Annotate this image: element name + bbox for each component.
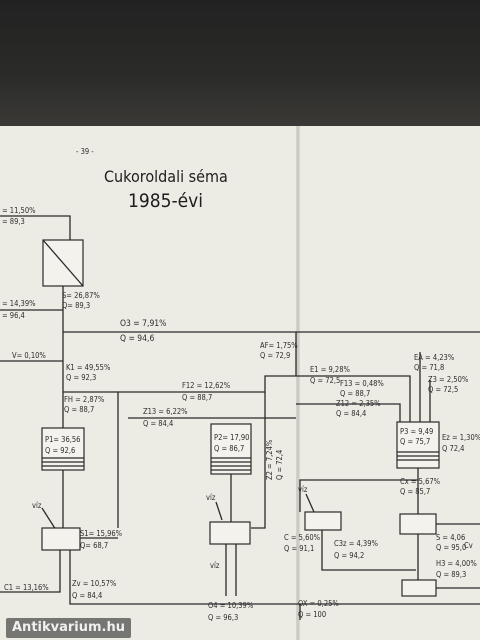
label-o3-b: Q = 94,6 <box>120 334 154 344</box>
flow-line-c1 <box>0 550 61 593</box>
label-h-a: H3 = 4,00% <box>436 559 477 568</box>
label-left-a: = 14,39% <box>2 299 36 308</box>
label-s2-b: Q = 95,0 <box>436 543 466 552</box>
flow-line-e1 <box>300 375 411 422</box>
label-ox-b: Q = 100 <box>298 610 326 619</box>
label-top-a: = 11,50% <box>2 206 36 215</box>
label-left-b: = 96,4 <box>2 311 25 320</box>
label-zu-b: Q = 84,4 <box>72 591 102 600</box>
p1-box-lines <box>42 457 84 467</box>
centrifuge-diagonal <box>42 239 84 287</box>
label-top-b: = 89,3 <box>2 217 25 226</box>
label-o3-a: O3 = 7,91% <box>120 319 166 329</box>
arrow-viz-3 <box>305 493 315 513</box>
label-o4-a: O4 = 10,39% <box>208 601 254 610</box>
p1-box <box>41 427 85 471</box>
diagram-title: Cukoroldali séma <box>104 167 228 186</box>
label-z2-a: Z2 = 7,24% <box>265 439 274 480</box>
label-ea-b: Q = 71,8 <box>414 363 444 372</box>
label-viz-2: víz <box>206 493 216 502</box>
flow-line-p3-out <box>299 468 419 512</box>
label-k-a: K1 = 49,55% <box>66 363 111 372</box>
flow-line-z12 <box>296 403 401 422</box>
label-c1: C1 = 13,16% <box>4 583 49 592</box>
label-f12-b: Q = 88,7 <box>182 393 212 402</box>
diagram-subtitle: 1985-évi <box>128 190 203 212</box>
label-c3-a: C3z = 4,39% <box>334 539 379 548</box>
book-page <box>0 126 480 640</box>
book-shadow <box>0 0 480 126</box>
c-box <box>304 511 342 531</box>
label-z12-a: Z12 = 2,35% <box>336 399 381 408</box>
label-s2-a: S = 4,06 <box>436 533 465 542</box>
watermark-logo: Antikvarium.hu <box>6 618 131 638</box>
flow-line-z2 <box>251 392 266 529</box>
label-ox-a: OX = 0,25% <box>298 599 339 608</box>
label-s-a: S= 26,87% <box>62 291 100 300</box>
p3-box-lines <box>397 451 439 461</box>
label-e1-b: Q = 72,5 <box>310 376 340 385</box>
label-c3-b: Q = 94,2 <box>334 551 364 560</box>
label-s1-a: S1= 15,96% <box>80 529 123 538</box>
label-p3-a: P3 = 9,49 <box>400 427 433 436</box>
label-af-b: Q = 72,9 <box>260 351 290 360</box>
label-h-b: Q = 89,3 <box>436 570 466 579</box>
label-f13-a: F13 = 0,48% <box>340 379 384 388</box>
label-p1-a: P1= 36,56 <box>45 435 80 444</box>
h3-box <box>401 579 437 597</box>
p2-box-lines <box>211 457 251 471</box>
label-viz-4: víz <box>210 561 220 570</box>
label-zu-a: Zv = 10,57% <box>72 579 117 588</box>
label-cv: Cv <box>464 541 473 550</box>
page-gutter <box>296 126 300 640</box>
flow-line-f12 <box>118 375 300 393</box>
page-number: - 39 - <box>76 147 94 156</box>
flow-line-bottom <box>69 550 480 605</box>
p2-dissolver-box <box>209 521 251 545</box>
label-cx-b: Q = 85,7 <box>400 487 430 496</box>
label-fh-b: Q = 88,7 <box>64 405 94 414</box>
arrow-viz-1 <box>41 507 57 531</box>
s1-box <box>41 527 81 551</box>
label-p1-b: Q = 92,6 <box>45 446 75 455</box>
label-fh-a: FH = 2,87% <box>64 395 105 404</box>
label-viz-1: víz <box>32 501 42 510</box>
label-f12-a: F12 = 12,62% <box>182 381 231 390</box>
label-p2-a: P2= 17,90 <box>214 433 249 442</box>
label-ea-a: EA = 4,23% <box>414 353 455 362</box>
label-z3-a: Z3 = 2,50% <box>428 375 469 384</box>
label-af-a: AF= 1,75% <box>260 341 298 350</box>
label-ez-a: Ez = 1,30% <box>442 433 480 442</box>
label-f13-b: Q = 88,7 <box>340 389 370 398</box>
label-ez-b: Q 72,4 <box>442 444 464 453</box>
label-c-b: Q = 91,1 <box>284 544 314 553</box>
label-e1-a: E1 = 9,28% <box>310 365 351 374</box>
label-p2-b: Q = 86,7 <box>214 444 244 453</box>
cx-box <box>399 513 437 535</box>
label-z3-b: Q = 72,5 <box>428 385 458 394</box>
label-c-a: C = 5,60% <box>284 533 321 542</box>
label-v-a: V= 0,10% <box>12 351 46 360</box>
flow-line-p2-dissolver <box>225 544 237 596</box>
flow-line-ea <box>419 352 431 422</box>
label-viz-3: víz <box>298 485 308 494</box>
label-z2-b: Q = 72,4 <box>275 450 284 480</box>
arrow-viz-2 <box>215 501 223 521</box>
label-cx-a: Cx = 5,67% <box>400 477 441 486</box>
label-s1-b: Q= 68,7 <box>80 541 108 550</box>
label-o4-b: Q = 96,3 <box>208 613 238 622</box>
flow-line-top-input <box>0 215 71 240</box>
label-z13-b: Q = 84,4 <box>143 419 173 428</box>
label-k-b: Q = 92,3 <box>66 373 96 382</box>
label-z12-b: Q = 84,4 <box>336 409 366 418</box>
label-z13-a: Z13 = 6,22% <box>143 407 188 416</box>
label-p3-b: Q = 75,7 <box>400 437 430 446</box>
flow-line-c <box>321 530 416 571</box>
label-s-b: Q= 89,3 <box>62 301 90 310</box>
